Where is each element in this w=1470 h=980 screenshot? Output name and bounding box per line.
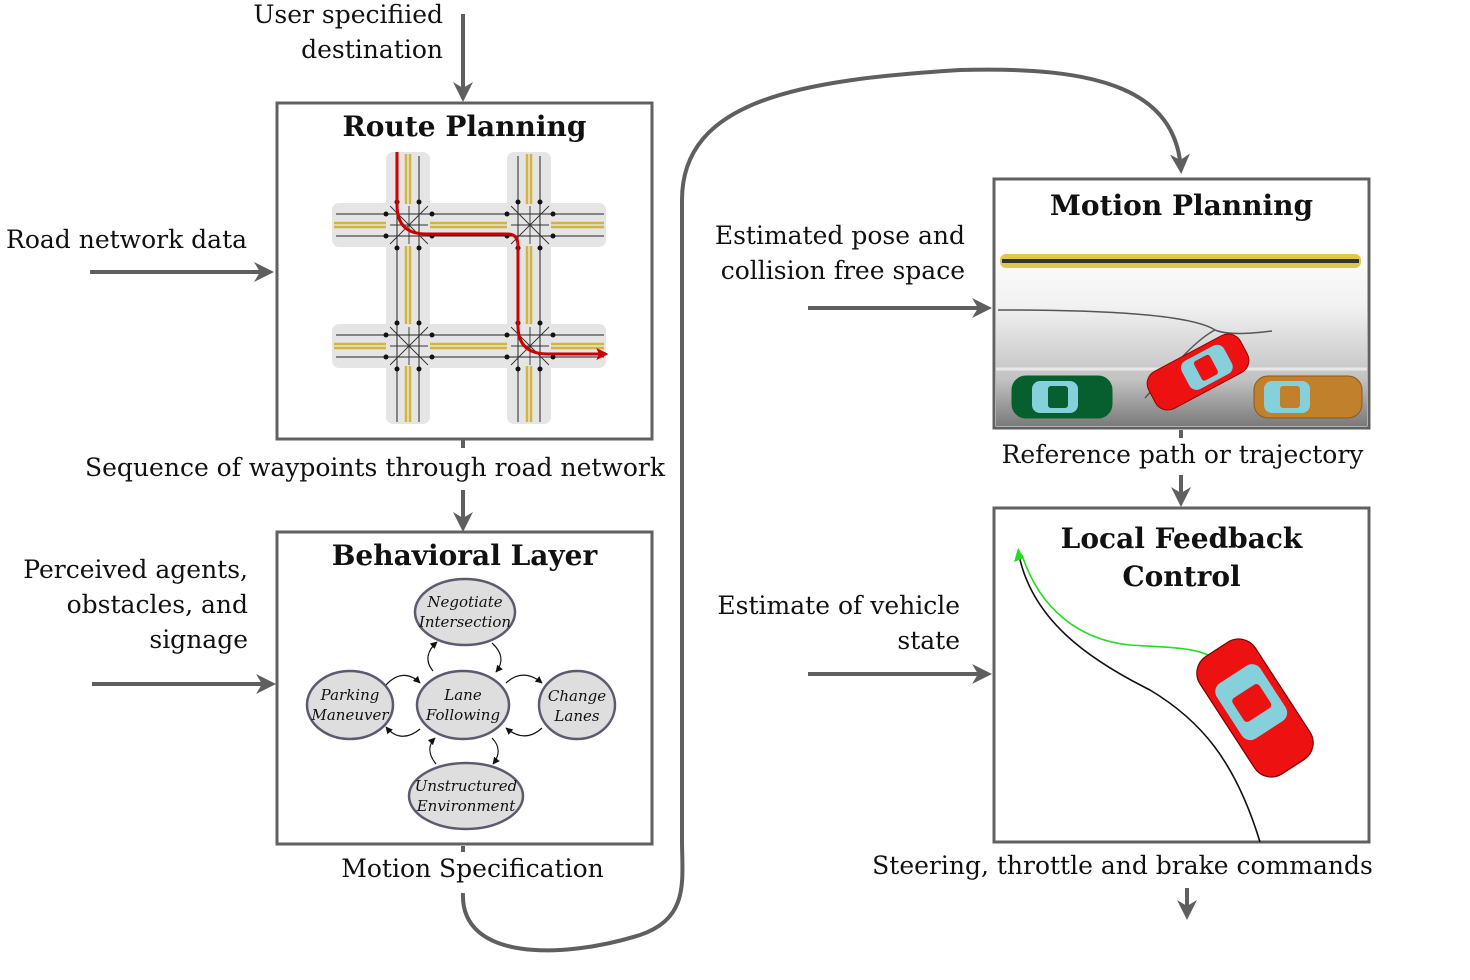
vehicle-state-line-2: state — [897, 626, 960, 655]
red-car-feedback — [1196, 638, 1314, 778]
destination-line-2: destination — [301, 35, 443, 64]
feedback-scene — [1014, 548, 1314, 843]
unstructured-label: Unstructured Environment — [414, 777, 518, 815]
state-unstructured-environment — [407, 761, 525, 831]
reference-label: Reference path or trajectory — [1001, 440, 1364, 469]
perceived-line-1: Perceived agents, — [23, 555, 248, 584]
destination-line-1: User specifiied — [253, 0, 443, 29]
motion-planning-title: Motion Planning — [1049, 189, 1314, 222]
pose-label: Estimated pose and collision free space — [700, 218, 965, 288]
vehicle-state-line-1: Estimate of vehicle — [717, 591, 960, 620]
local-feedback-title: Local Feedback Control — [994, 520, 1369, 596]
motion-spec-label: Motion Specification — [341, 854, 604, 883]
local-feedback-box — [992, 506, 1371, 844]
state-machine — [305, 577, 617, 831]
pose-line-2: collision free space — [720, 256, 965, 285]
vehicle-state-label: Estimate of vehicle state — [700, 588, 960, 658]
parking-label: Parking Maneuver — [311, 686, 389, 724]
local-feedback-title-line-1: Local Feedback — [1060, 522, 1303, 555]
behavior-to-motion-loop — [460, 67, 1190, 953]
perceived-line-2: obstacles, and — [66, 590, 248, 619]
planned-route-line — [395, 152, 609, 360]
negotiate-label: Negotiate Intersection — [418, 593, 512, 631]
destination-label: User specifiied destination — [210, 0, 443, 67]
flow-arrows — [90, 14, 1190, 953]
change-lanes-label: Change Lanes — [547, 687, 607, 725]
perceived-label: Perceived agents, obstacles, and signage — [10, 552, 248, 657]
commands-label: Steering, throttle and brake commands — [872, 851, 1373, 880]
behavioral-layer-title: Behavioral Layer — [331, 539, 598, 572]
reference-path — [1017, 549, 1261, 843]
road-scene — [996, 240, 1367, 426]
perceived-line-3: signage — [149, 625, 248, 654]
red-car-maneuver — [1146, 333, 1250, 411]
road-network-label: Road network data — [6, 225, 248, 254]
state-change-lanes — [537, 669, 617, 741]
road-network-map — [332, 152, 609, 424]
orange-car — [1253, 375, 1363, 419]
pose-line-1: Estimated pose and — [714, 221, 965, 250]
route-planning-title: Route Planning — [342, 110, 587, 143]
state-lane-following — [415, 669, 511, 741]
waypoints-label: Sequence of waypoints through road netwo… — [85, 453, 665, 482]
route-planning-box — [275, 101, 654, 441]
state-parking-maneuver — [305, 669, 395, 741]
green-car — [1011, 375, 1113, 419]
lane-following-label: Lane Following — [425, 686, 501, 724]
tracking-path — [1021, 554, 1221, 663]
state-negotiate-intersection — [413, 577, 517, 647]
local-feedback-title-line-2: Control — [1122, 560, 1241, 593]
